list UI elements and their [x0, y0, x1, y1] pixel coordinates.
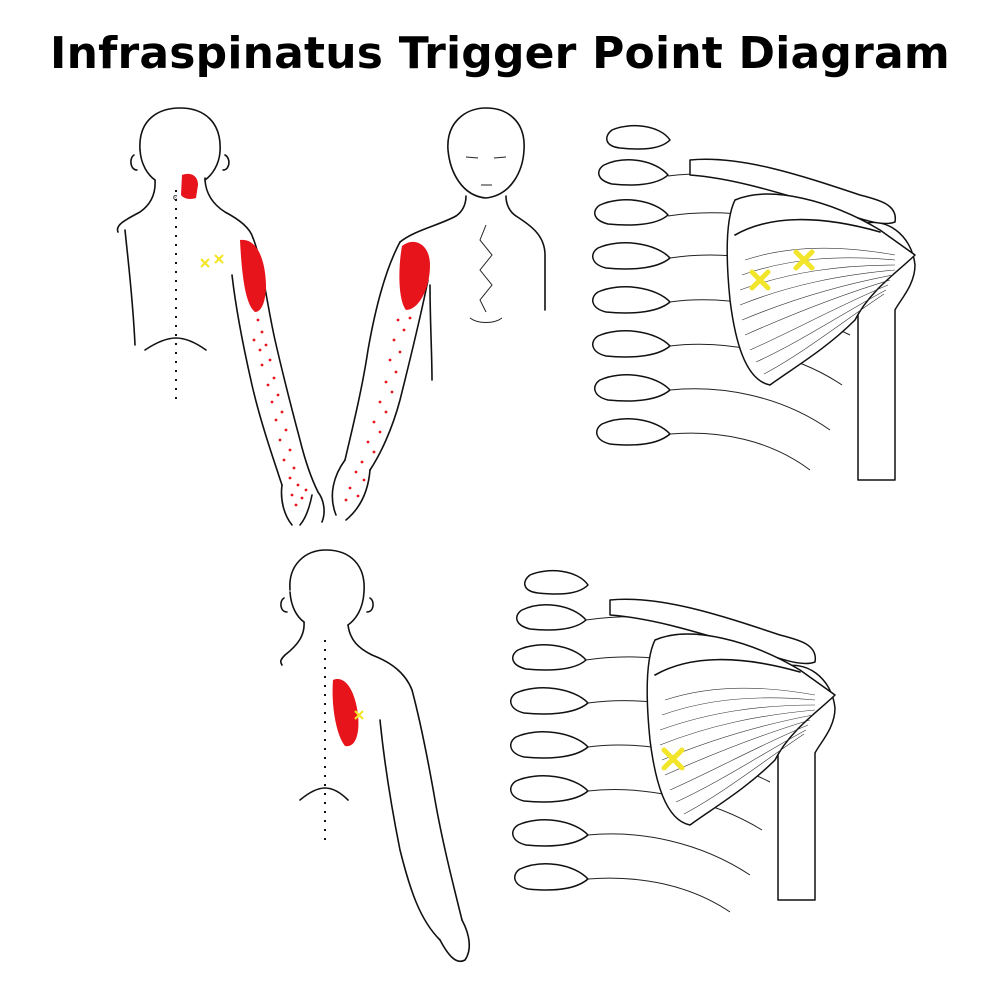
- skeleton-scapula-upper: [592, 124, 916, 481]
- referral-zone-front-shoulder: [399, 241, 430, 310]
- referral-dots-arm-back: [252, 318, 308, 507]
- infraspinatus-muscle-upper: [739, 247, 896, 375]
- trigger-point-back-lower: [354, 710, 364, 720]
- referral-dots-arm-front: [344, 316, 412, 502]
- scapula-shape-lower: [646, 633, 836, 826]
- posterior-body-figure-upper: ͼ: [116, 107, 325, 526]
- referral-zone-medial-scapula: [332, 679, 359, 747]
- spine-markers: ͼ: [173, 192, 178, 202]
- referral-zone-shoulder: [240, 239, 266, 312]
- skeleton-scapula-lower: [510, 569, 836, 913]
- posterior-body-figure-lower: [279, 549, 471, 962]
- anterior-body-figure: [331, 107, 546, 521]
- infraspinatus-muscle-lower: [659, 687, 816, 815]
- svg-text:ͼ: ͼ: [173, 192, 178, 202]
- referral-zone-neck: [181, 173, 198, 199]
- vertebral-column-upper: [592, 124, 671, 446]
- trigger-point-skeleton-lower: [661, 747, 685, 771]
- trigger-points-back-upper: [200, 254, 224, 268]
- scapula-shape: [726, 193, 916, 386]
- trigger-points-skeleton-upper: [749, 249, 815, 291]
- vertebral-column-lower: [510, 569, 589, 891]
- page-title: Infraspinatus Trigger Point Diagram: [50, 28, 950, 79]
- stock-id-label: 736132264: [0, 898, 78, 928]
